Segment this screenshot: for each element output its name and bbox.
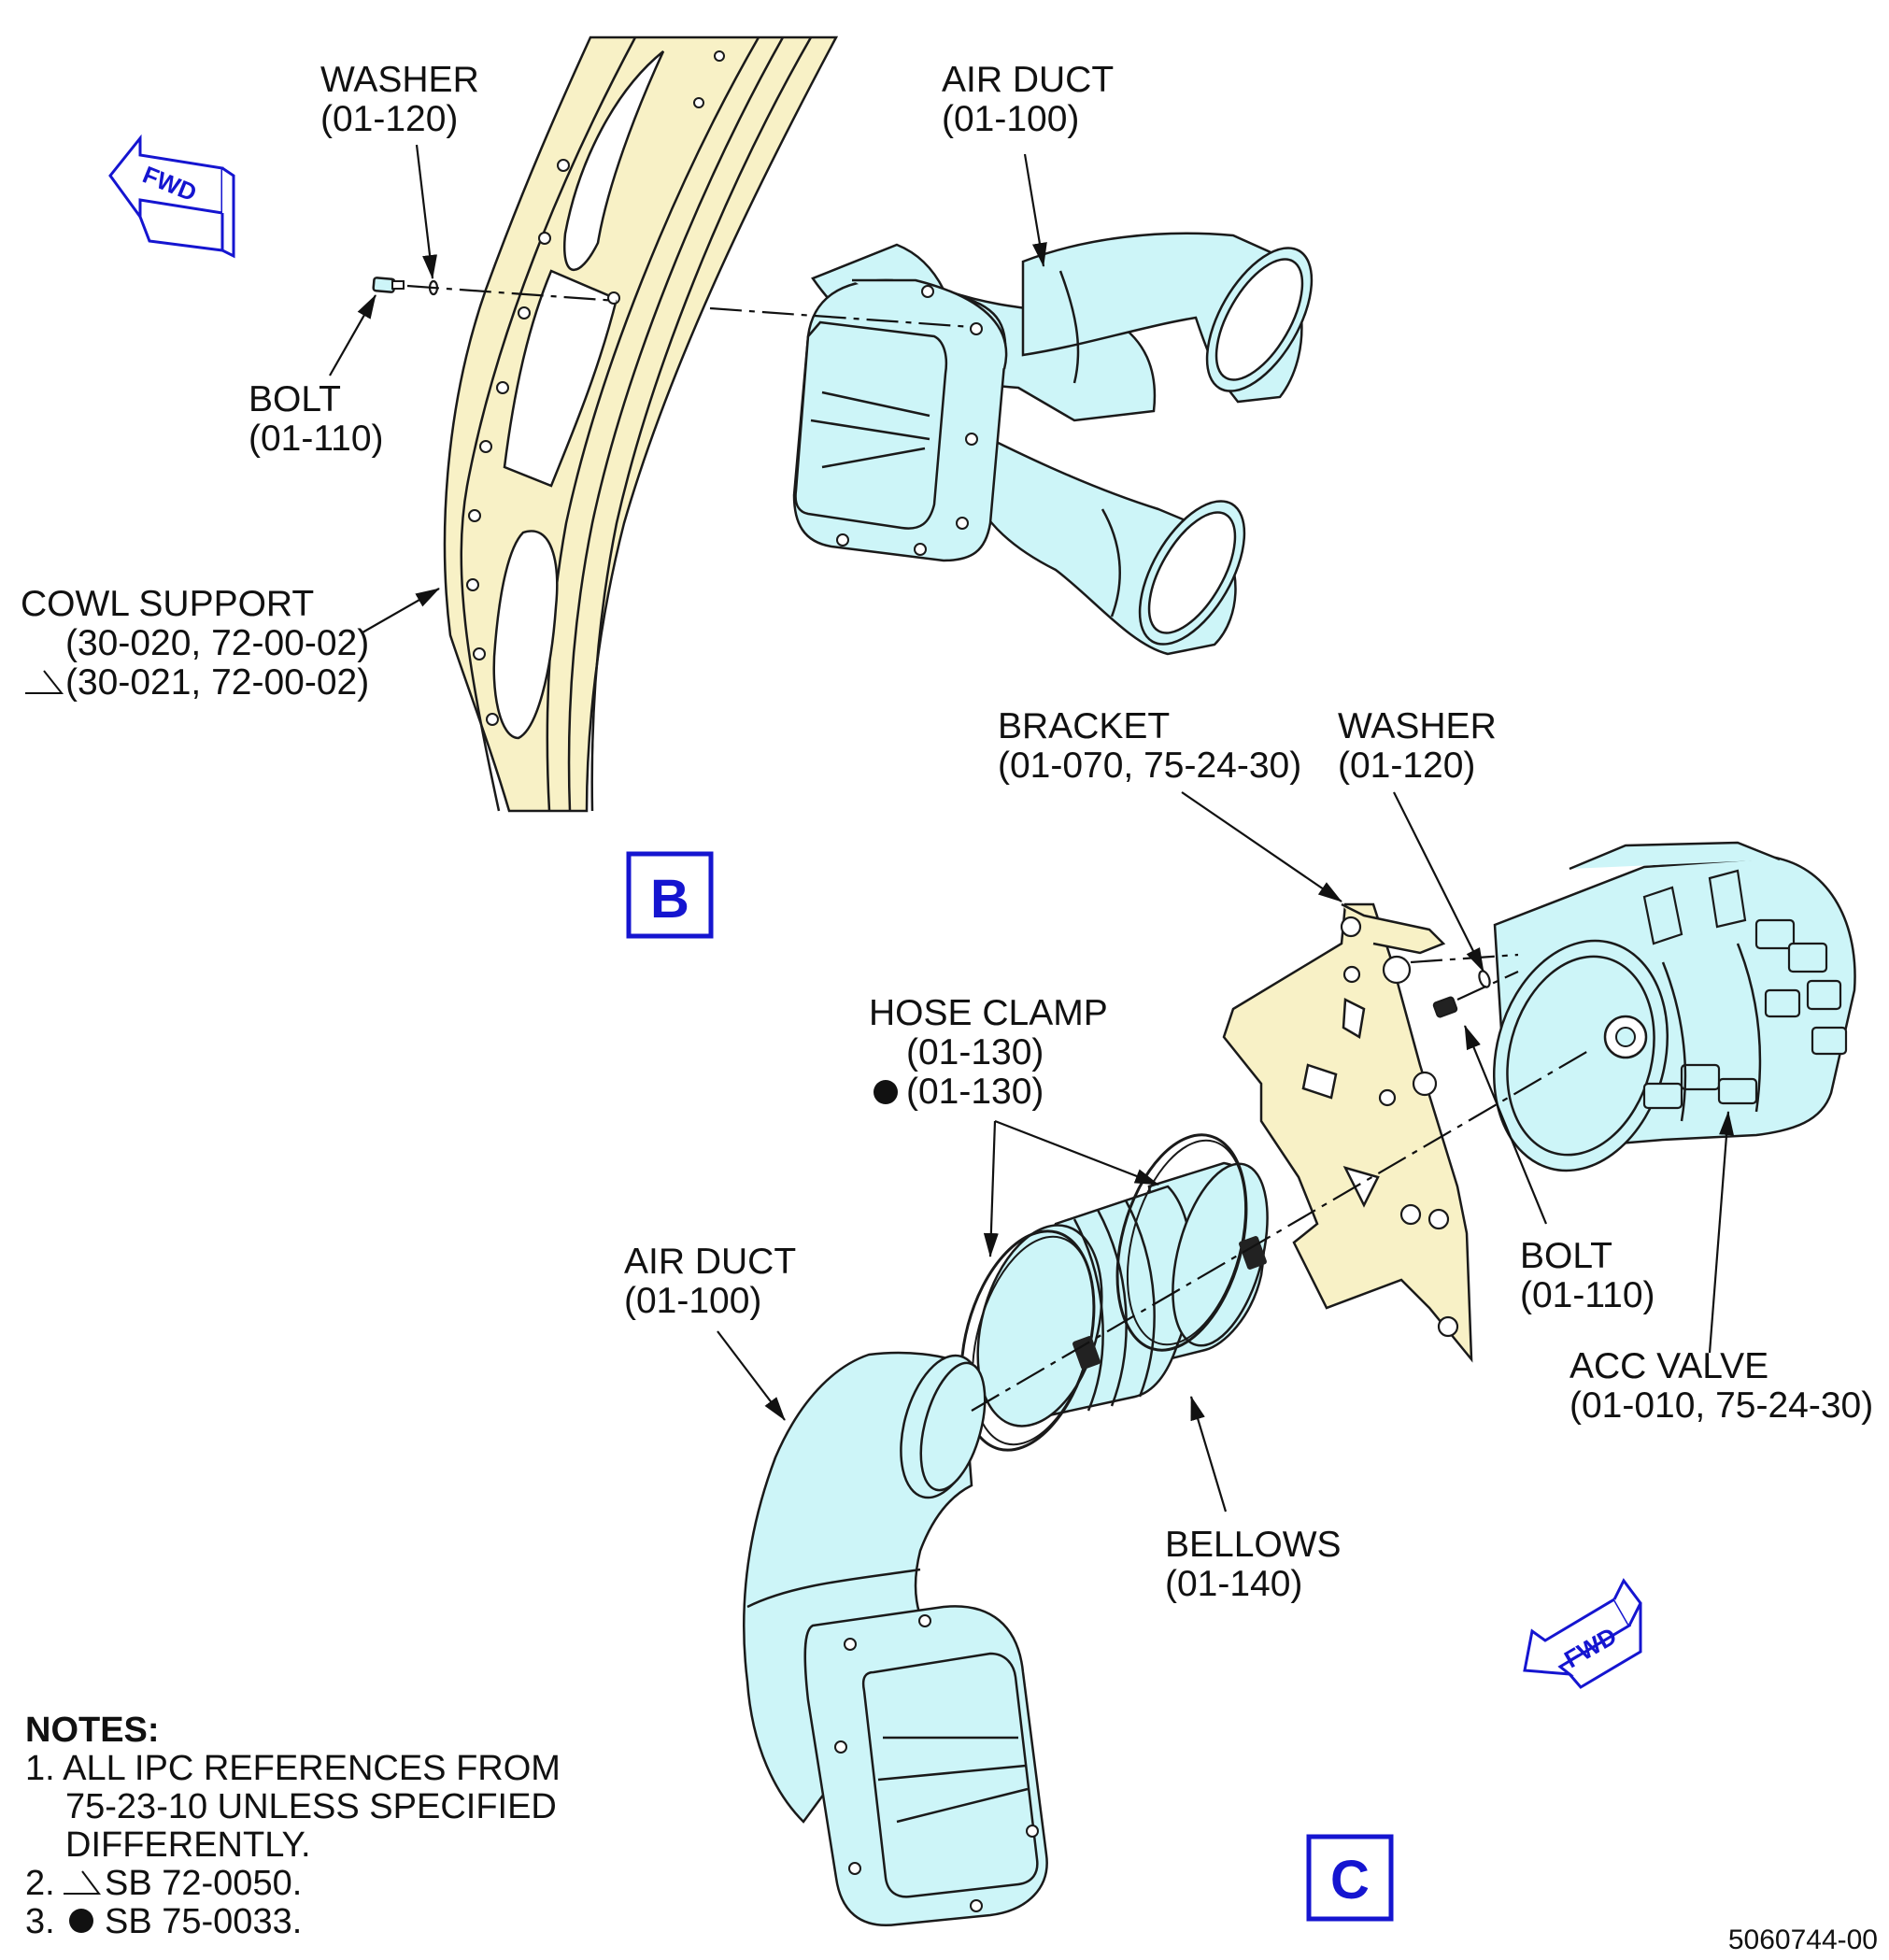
air-duct-b-ref: (01-100)	[942, 99, 1079, 139]
view-c: BRACKET (01-070, 75-24-30) WASHER (01-12…	[624, 706, 1873, 1926]
duct-centerline-b	[709, 306, 973, 329]
cowl-support-label: COWL SUPPORT	[21, 584, 314, 624]
hose-clamp-leader-upper	[994, 1119, 1159, 1186]
washer-c-label: WASHER	[1338, 706, 1497, 746]
cowl-support-leader	[362, 588, 440, 633]
view-c-box	[1306, 1834, 1394, 1922]
bolt-c-centerline	[1410, 953, 1519, 964]
triangle-flag-icon	[64, 1870, 101, 1895]
hose-clamp-ref1: (01-130)	[906, 1032, 1044, 1072]
note-2-text: SB 72-0050.	[105, 1864, 302, 1903]
washer-b-leader	[415, 144, 437, 279]
air-duct-c	[743, 1351, 1048, 1926]
note-1-line-3: DIFFERENTLY.	[65, 1825, 311, 1865]
bracket-leader	[1181, 791, 1342, 902]
bolt-c-ref: (01-110)	[1520, 1275, 1655, 1315]
bellows-ref: (01-140)	[1165, 1564, 1302, 1604]
acc-valve-label: ACC VALVE	[1569, 1346, 1768, 1386]
view-b-box	[626, 851, 714, 939]
bracket	[1222, 902, 1473, 1363]
bolt-centerline-b	[406, 284, 618, 303]
hose-clamp-upper	[1115, 1133, 1267, 1352]
dot-flag-icon	[873, 1080, 898, 1104]
bellows-label: BELLOWS	[1165, 1525, 1342, 1565]
view-c-label: C	[1330, 1850, 1370, 1910]
hose-clamp-label: HOSE CLAMP	[869, 993, 1108, 1033]
hose-clamp-leader-lower	[983, 1120, 999, 1257]
view-b: FWD	[21, 36, 1314, 939]
fwd-arrow-icon: FWD	[1523, 1578, 1642, 1689]
washer-b-ref: (01-120)	[320, 99, 458, 139]
note-3-text: SB 75-0033.	[105, 1902, 302, 1941]
washer-c	[1478, 970, 1491, 988]
bolt-b-leader	[329, 294, 376, 376]
triangle-flag-icon	[25, 670, 64, 694]
washer-c-leader	[1393, 791, 1484, 973]
air-duct-b-label: AIR DUCT	[942, 60, 1114, 100]
document-number: 5060744-00	[1728, 1924, 1878, 1955]
bolt-c	[1432, 996, 1458, 1018]
bracket-label: BRACKET	[998, 706, 1170, 746]
assembly-centerline-c	[971, 1050, 1589, 1412]
note-2-number: 2.	[25, 1864, 55, 1903]
air-duct-c-leader	[717, 1330, 786, 1421]
washer-c-centerline	[1456, 971, 1519, 1001]
cowl-support-ref1: (30-020, 72-00-02)	[65, 623, 369, 663]
hose-clamp-lower	[959, 1229, 1101, 1452]
note-1-line-1: 1. ALL IPC REFERENCES FROM	[25, 1749, 561, 1788]
acc-valve-leader	[1708, 1111, 1735, 1354]
dot-flag-icon	[69, 1909, 93, 1933]
cowl-support-ref2: (30-021, 72-00-02)	[65, 662, 369, 703]
bolt-b-ref: (01-110)	[249, 419, 384, 459]
hose-clamp-ref2: (01-130)	[906, 1072, 1044, 1112]
air-duct-b	[792, 232, 1314, 656]
bolt-b-label: BOLT	[249, 379, 341, 419]
bolt-c-label: BOLT	[1520, 1236, 1612, 1276]
bolt-b	[372, 277, 405, 293]
air-duct-c-label: AIR DUCT	[624, 1242, 796, 1282]
washer-b-label: WASHER	[320, 60, 479, 100]
cowl-support-frame	[443, 36, 839, 813]
bolt-c-leader	[1463, 1025, 1548, 1225]
bellows	[976, 1161, 1269, 1427]
note-1-line-2: 75-23-10 UNLESS SPECIFIED	[65, 1787, 557, 1826]
note-3-number: 3.	[25, 1902, 55, 1941]
view-b-label: B	[650, 869, 689, 930]
bracket-ref: (01-070, 75-24-30)	[998, 746, 1301, 786]
air-duct-b-leader	[1023, 153, 1047, 267]
acc-valve-ref: (01-010, 75-24-30)	[1569, 1385, 1873, 1426]
acc-valve	[1492, 841, 1856, 1172]
fwd-arrow-icon: FWD	[108, 134, 235, 259]
washer-c-ref: (01-120)	[1338, 746, 1475, 786]
bellows-leader	[1189, 1396, 1228, 1513]
notes-title: NOTES:	[25, 1711, 160, 1750]
notes-block: NOTES: 1. ALL IPC REFERENCES FROM 75-23-…	[25, 1711, 561, 1941]
air-duct-c-ref: (01-100)	[624, 1281, 761, 1321]
